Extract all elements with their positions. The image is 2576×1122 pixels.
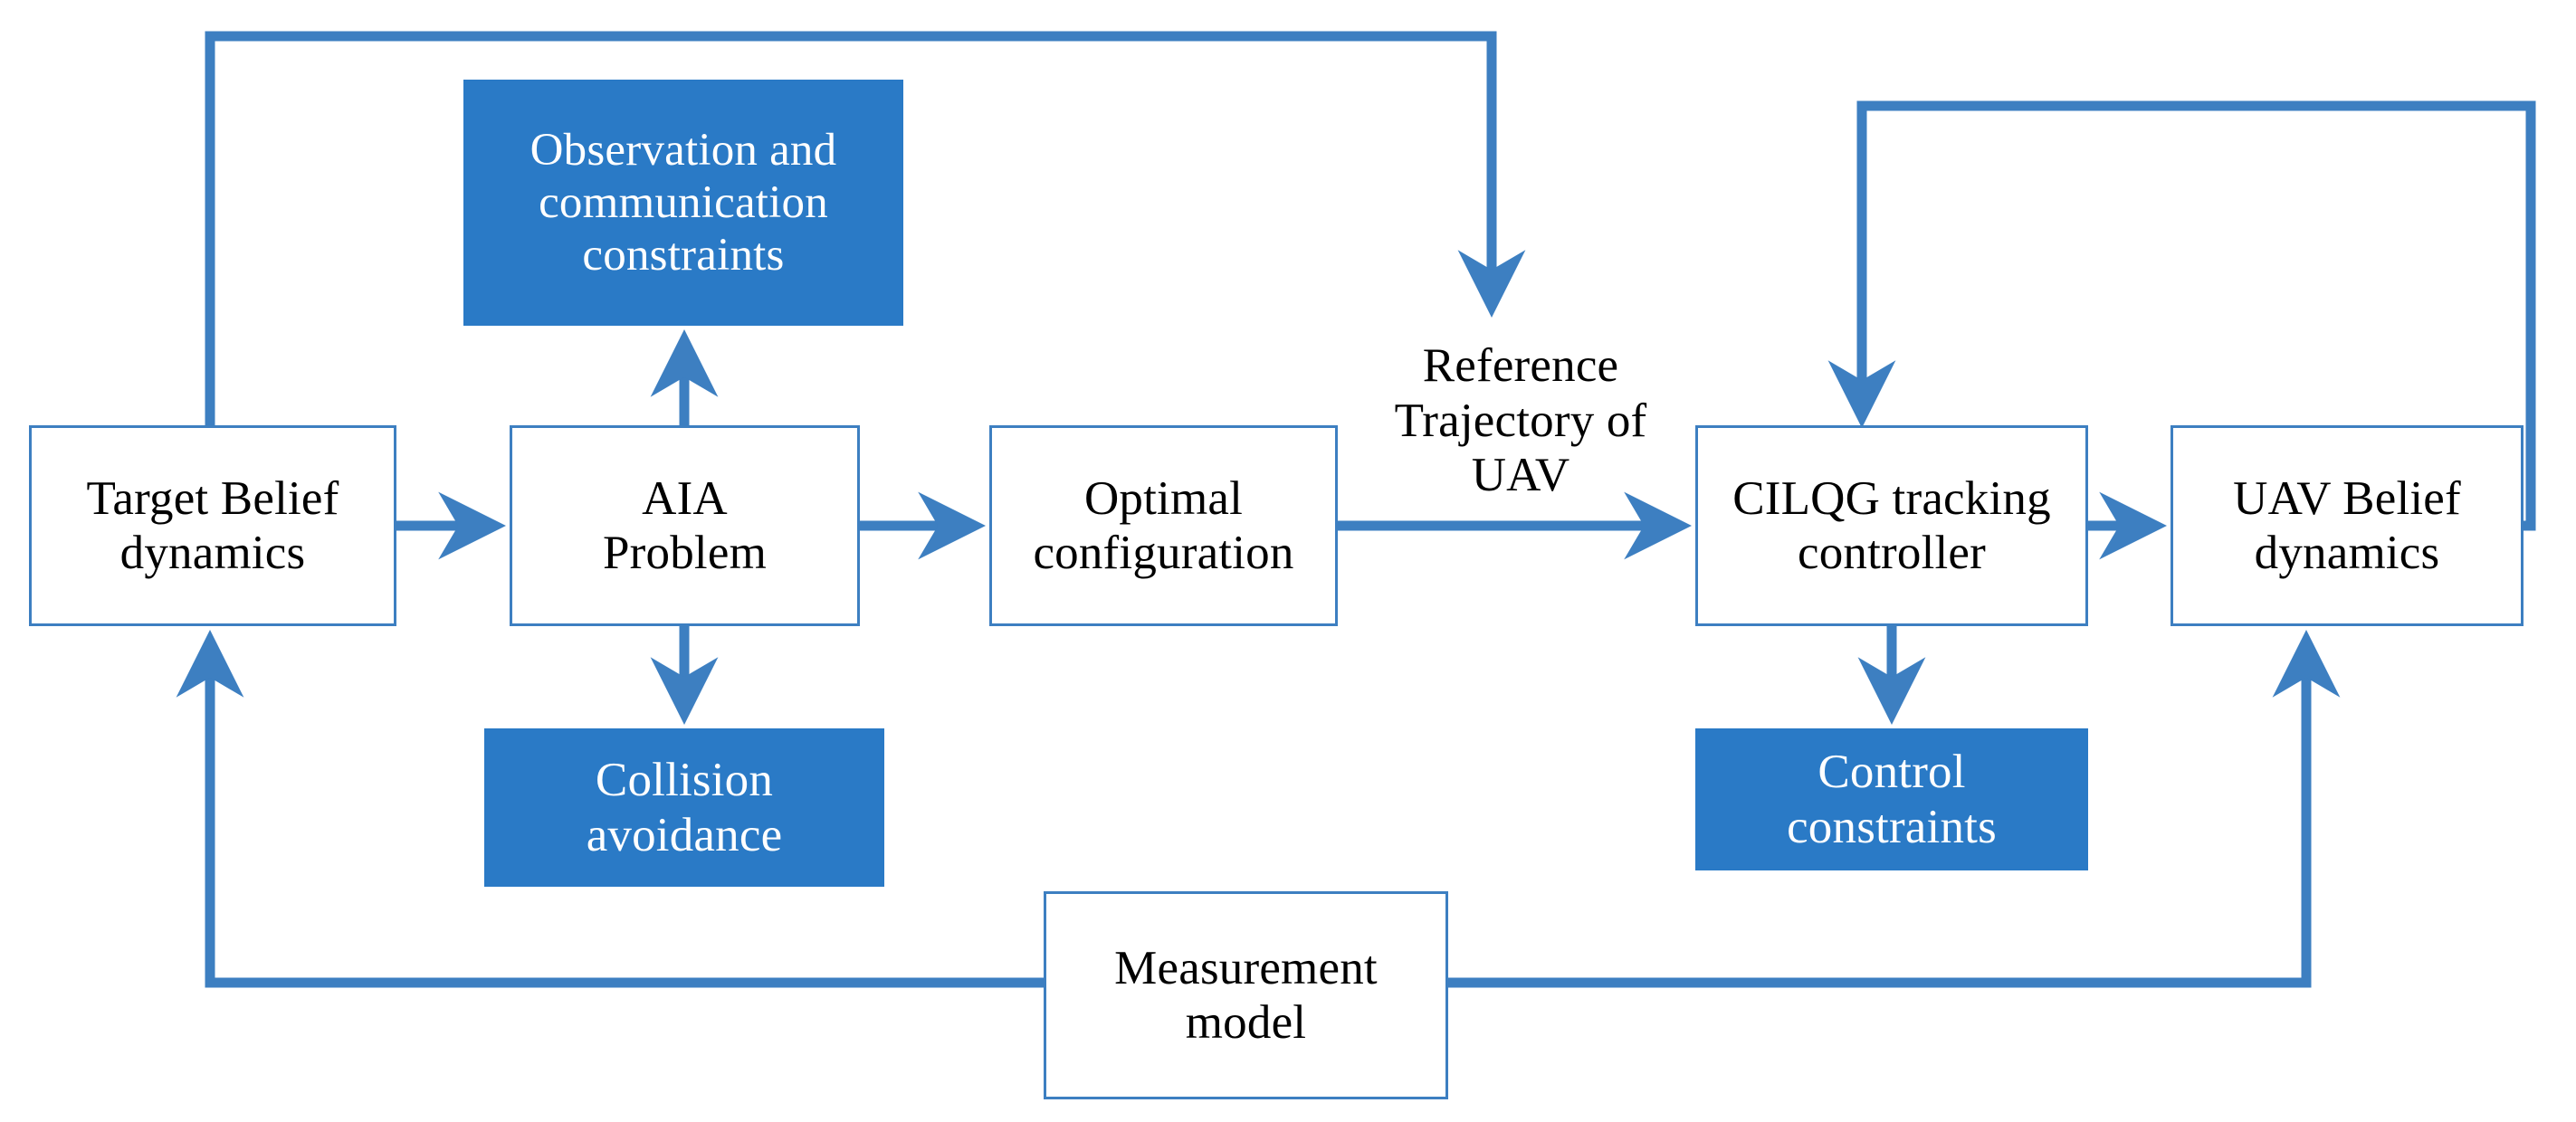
node-label-reference-trajectory-of-uav: Reference Trajectory of UAV [1394,339,1647,502]
node-label-measurement-model: Measurement model [1114,941,1378,1049]
node-reference-trajectory-of-uav: Reference Trajectory of UAV [1358,321,1684,520]
node-label-cilqg-tracking-controller: CILQG tracking controller [1732,471,2051,579]
node-label-target-belief-dynamics: Target Belief dynamics [86,471,339,579]
node-label-optimal-configuration: Optimal configuration [1033,471,1294,579]
node-label-collision-avoidance: Collision avoidance [586,754,783,861]
node-optimal-configuration[interactable]: Optimal configuration [989,425,1338,626]
node-cilqg-tracking-controller[interactable]: CILQG tracking controller [1695,425,2088,626]
node-measurement-model[interactable]: Measurement model [1044,891,1448,1099]
node-label-aia-problem: AIA Problem [603,471,767,579]
node-uav-belief-dynamics[interactable]: UAV Belief dynamics [2171,425,2524,626]
node-observation-communication-constraints[interactable]: Observation and communication constraint… [463,80,903,326]
node-label-observation-communication-constraints: Observation and communication constraint… [530,124,837,281]
node-target-belief-dynamics[interactable]: Target Belief dynamics [29,425,396,626]
node-label-uav-belief-dynamics: UAV Belief dynamics [2233,471,2461,579]
node-label-control-constraints: Control constraints [1787,746,1997,853]
node-aia-problem[interactable]: AIA Problem [510,425,860,626]
node-control-constraints[interactable]: Control constraints [1695,728,2088,870]
node-collision-avoidance[interactable]: Collision avoidance [484,728,884,887]
